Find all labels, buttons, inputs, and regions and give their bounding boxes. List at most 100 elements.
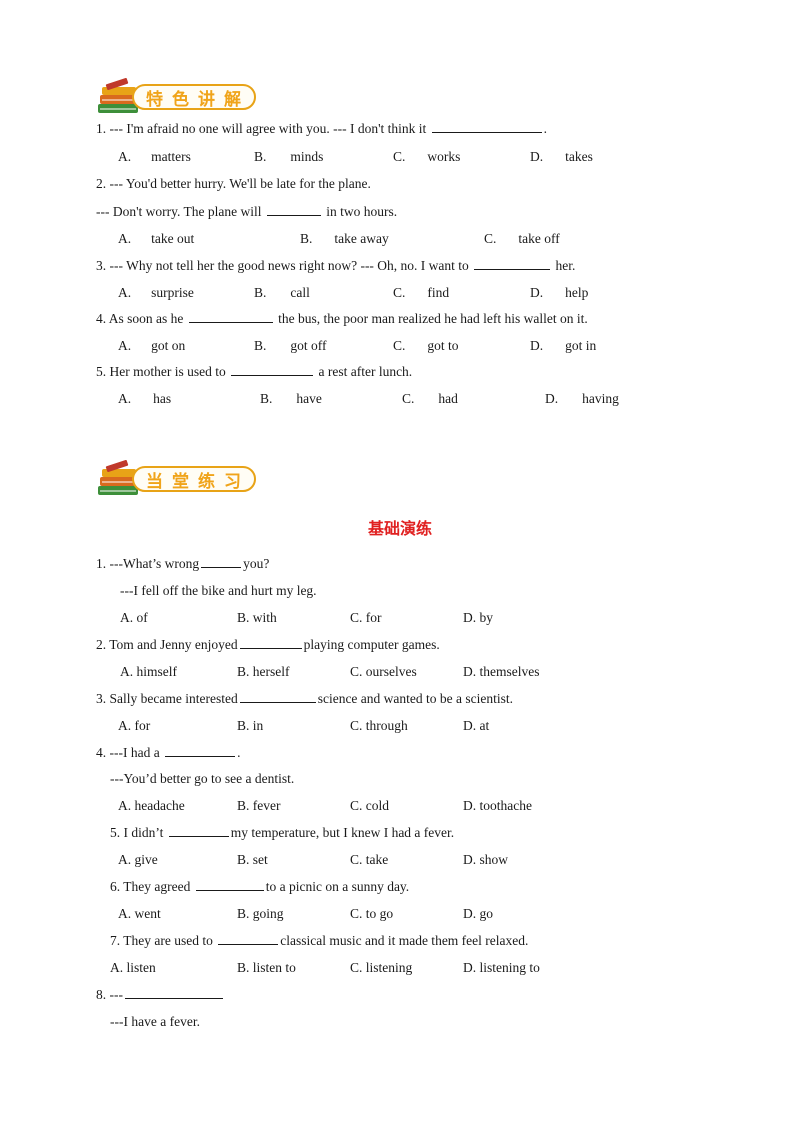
q5-option-b[interactable]: B.have: [260, 391, 322, 406]
question-text: 8. ---: [96, 987, 123, 1002]
q5-option-c[interactable]: C.had: [402, 391, 458, 406]
practice-question-3-stem: 3. Sally became interested science and wa…: [96, 690, 513, 708]
question-text: classical music and it made them feel re…: [280, 933, 529, 948]
p5-option-b[interactable]: B. set: [237, 852, 268, 867]
question-text: 3. Sally became interested: [96, 691, 238, 706]
q3-option-d[interactable]: D.help: [530, 285, 589, 300]
answer-blank: [165, 744, 236, 757]
answer-blank: [231, 363, 314, 376]
p3-option-d[interactable]: D. at: [463, 718, 490, 733]
p7-option-b[interactable]: B. listen to: [237, 960, 296, 975]
practice-question-1-line2: ---I fell off the bike and hurt my leg.: [120, 583, 317, 598]
question-text: 4. As soon as he: [96, 311, 184, 326]
p6-option-d[interactable]: D. go: [463, 906, 493, 921]
q4-option-a[interactable]: A.got on: [118, 338, 186, 353]
question-text: 7. They are used to: [110, 933, 213, 948]
question-text: her.: [555, 258, 576, 273]
question-text: .: [237, 745, 241, 760]
section-badge-feature-explain: 特色讲解: [96, 78, 264, 118]
question-text: 6. They agreed: [110, 879, 191, 894]
p1-option-d[interactable]: D. by: [463, 610, 493, 625]
question-5-stem: 5. Her mother is used to a rest after lu…: [96, 363, 412, 381]
question-text: the bus, the poor man realized he had le…: [278, 311, 588, 326]
question-text: a rest after lunch.: [318, 364, 413, 379]
books-icon: [98, 78, 138, 113]
q2-option-b[interactable]: B.take away: [300, 231, 389, 246]
p5-option-c[interactable]: C. take: [350, 852, 389, 867]
practice-question-7-stem: 7. They are used to classical music and …: [110, 932, 528, 950]
p1-option-c[interactable]: C. for: [350, 610, 382, 625]
badge-pill: 当堂练习: [132, 466, 256, 492]
q1-option-a[interactable]: A.matters: [118, 149, 191, 164]
p2-option-c[interactable]: C. ourselves: [350, 664, 417, 679]
p5-option-a[interactable]: A. give: [118, 852, 158, 867]
question-text: 1. ---What’s wrong: [96, 556, 200, 571]
p4-option-c[interactable]: C. cold: [350, 798, 389, 813]
question-text: 4. ---I had a: [96, 745, 160, 760]
question-text: 3. --- Why not tell her the good news ri…: [96, 258, 469, 273]
question-text: playing computer games.: [303, 637, 440, 652]
question-1-stem: 1. --- I'm afraid no one will agree with…: [96, 120, 547, 138]
answer-blank: [239, 690, 316, 703]
p7-option-d[interactable]: D. listening to: [463, 960, 540, 975]
p4-option-b[interactable]: B. fever: [237, 798, 281, 813]
question-text: .: [543, 121, 548, 136]
q1-option-c[interactable]: C.works: [393, 149, 461, 164]
answer-blank: [266, 203, 321, 216]
p3-option-a[interactable]: A. for: [118, 718, 151, 733]
practice-question-5-stem: 5. I didn’t my temperature, but I knew I…: [110, 824, 454, 842]
q3-option-c[interactable]: C.find: [393, 285, 450, 300]
practice-question-4-stem: 4. ---I had a .: [96, 744, 240, 762]
q4-option-c[interactable]: C.got to: [393, 338, 459, 353]
answer-blank: [474, 257, 551, 270]
question-text: science and wanted to be a scientist.: [317, 691, 514, 706]
p4-option-a[interactable]: A. headache: [118, 798, 185, 813]
q4-option-b[interactable]: B.got off: [254, 338, 327, 353]
q4-option-d[interactable]: D.got in: [530, 338, 597, 353]
question-text: 1. --- I'm afraid no one will agree with…: [96, 121, 427, 136]
practice-question-8-line2: ---I have a fever.: [110, 1014, 200, 1029]
p2-option-b[interactable]: B. herself: [237, 664, 290, 679]
q3-option-b[interactable]: B.call: [254, 285, 310, 300]
section-title: 基础演练: [367, 519, 432, 538]
p6-option-c[interactable]: C. to go: [350, 906, 394, 921]
p4-option-d[interactable]: D. toothache: [463, 798, 532, 813]
answer-blank: [239, 636, 302, 649]
answer-blank: [195, 878, 264, 891]
answer-blank: [125, 986, 223, 999]
question-text: 2. Tom and Jenny enjoyed: [96, 637, 238, 652]
practice-question-6-stem: 6. They agreed to a picnic on a sunny da…: [110, 878, 409, 896]
p7-option-c[interactable]: C. listening: [350, 960, 413, 975]
question-4-stem: 4. As soon as he the bus, the poor man r…: [96, 310, 588, 328]
section-badge-class-practice: 当堂练习: [96, 460, 264, 500]
p3-option-b[interactable]: B. in: [237, 718, 264, 733]
question-text: in two hours.: [326, 204, 398, 219]
q2-option-a[interactable]: A.take out: [118, 231, 195, 246]
p2-option-a[interactable]: A. himself: [120, 664, 177, 679]
p6-option-a[interactable]: A. went: [118, 906, 161, 921]
badge-pill: 特色讲解: [132, 84, 256, 110]
answer-blank: [168, 824, 229, 837]
q2-option-c[interactable]: C.take off: [484, 231, 560, 246]
question-3-stem: 3. --- Why not tell her the good news ri…: [96, 257, 575, 275]
answer-blank: [431, 120, 542, 133]
q5-option-d[interactable]: D.having: [545, 391, 619, 406]
q5-option-a[interactable]: A.has: [118, 391, 172, 406]
p5-option-d[interactable]: D. show: [463, 852, 509, 867]
q3-option-a[interactable]: A.surprise: [118, 285, 194, 300]
p1-option-b[interactable]: B. with: [237, 610, 277, 625]
question-2-stem-line2: --- Don't worry. The plane will in two h…: [96, 203, 397, 221]
p3-option-c[interactable]: C. through: [350, 718, 408, 733]
answer-blank: [201, 555, 242, 568]
badge-label: 当堂练习: [146, 471, 250, 492]
question-text: --- Don't worry. The plane will: [96, 204, 262, 219]
answer-blank: [218, 932, 279, 945]
p6-option-b[interactable]: B. going: [237, 906, 284, 921]
p1-option-a[interactable]: A. of: [120, 610, 148, 625]
p7-option-a[interactable]: A. listen: [110, 960, 156, 975]
q1-option-b[interactable]: B.minds: [254, 149, 324, 164]
q1-option-d[interactable]: D.takes: [530, 149, 593, 164]
question-text: my temperature, but I knew I had a fever…: [230, 825, 455, 840]
question-text: 5. Her mother is used to: [96, 364, 226, 379]
p2-option-d[interactable]: D. themselves: [463, 664, 540, 679]
